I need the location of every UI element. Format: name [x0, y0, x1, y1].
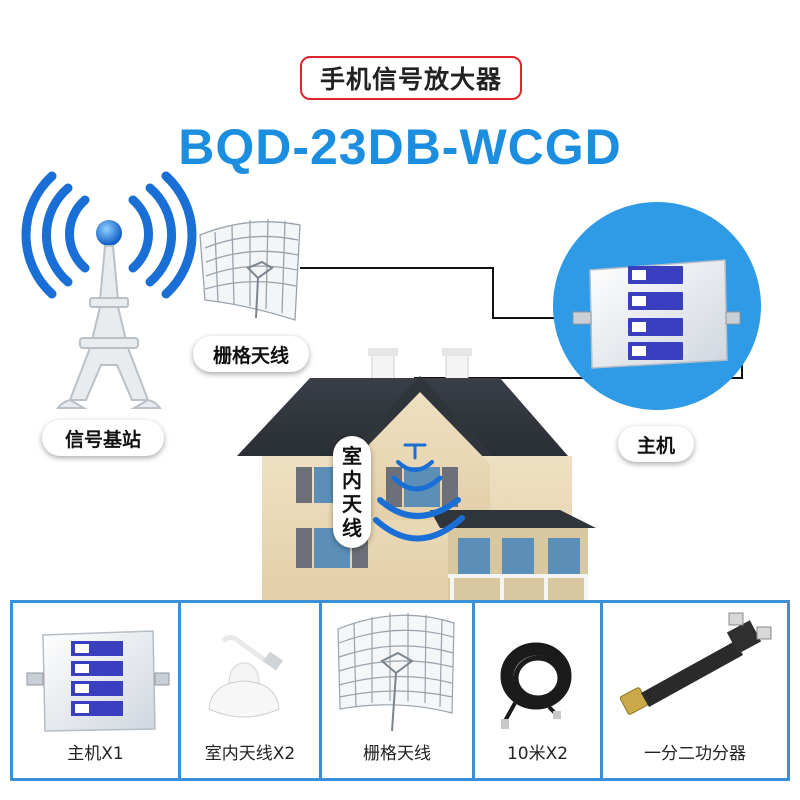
tower-label: 信号基站	[42, 420, 164, 456]
grid-antenna-label: 栅格天线	[193, 336, 309, 372]
indoor-label-char: 室	[342, 444, 362, 468]
model-number: BQD-23DB-WCGD	[178, 119, 622, 175]
grid-antenna-icon	[337, 613, 455, 732]
indoor-label-char: 线	[342, 516, 362, 540]
component-label: 栅格天线	[363, 744, 431, 764]
grid-antenna-icon	[199, 218, 301, 321]
component-label: 10米X2	[506, 744, 569, 764]
component-cell-grid-antenna: 栅格天线	[322, 603, 475, 778]
host-label: 主机	[618, 426, 694, 462]
signal-waves-icon	[21, 171, 197, 299]
indoor-signal-waves-icon	[373, 443, 465, 542]
component-label: 主机X1	[67, 744, 124, 764]
component-cell-splitter: 一分二功分器	[603, 603, 787, 778]
repeater-unit-icon	[26, 630, 170, 732]
host-unit-diagram	[553, 202, 761, 410]
indoor-label-char: 天	[342, 492, 362, 516]
coax-cable-icon	[500, 642, 572, 729]
cell-tower-icon	[56, 220, 162, 409]
component-label: 一分二功分器	[644, 744, 746, 764]
indoor-label-char: 内	[342, 468, 362, 492]
installation-diagram	[21, 171, 761, 600]
power-splitter-icon	[619, 612, 772, 715]
ceiling-antenna-icon	[208, 635, 283, 718]
package-contents-panel: 主机X1 室内天线X2	[10, 600, 790, 781]
product-title: 手机信号放大器	[300, 56, 522, 100]
component-cell-indoor-antenna: 室内天线X2	[181, 603, 322, 778]
component-label: 室内天线X2	[204, 744, 296, 764]
house-illustration	[237, 348, 596, 600]
indoor-antenna-label: 室 内 天 线	[333, 436, 371, 548]
component-cell-cable: 10米X2	[475, 603, 603, 778]
component-cell-host: 主机X1	[13, 603, 181, 778]
